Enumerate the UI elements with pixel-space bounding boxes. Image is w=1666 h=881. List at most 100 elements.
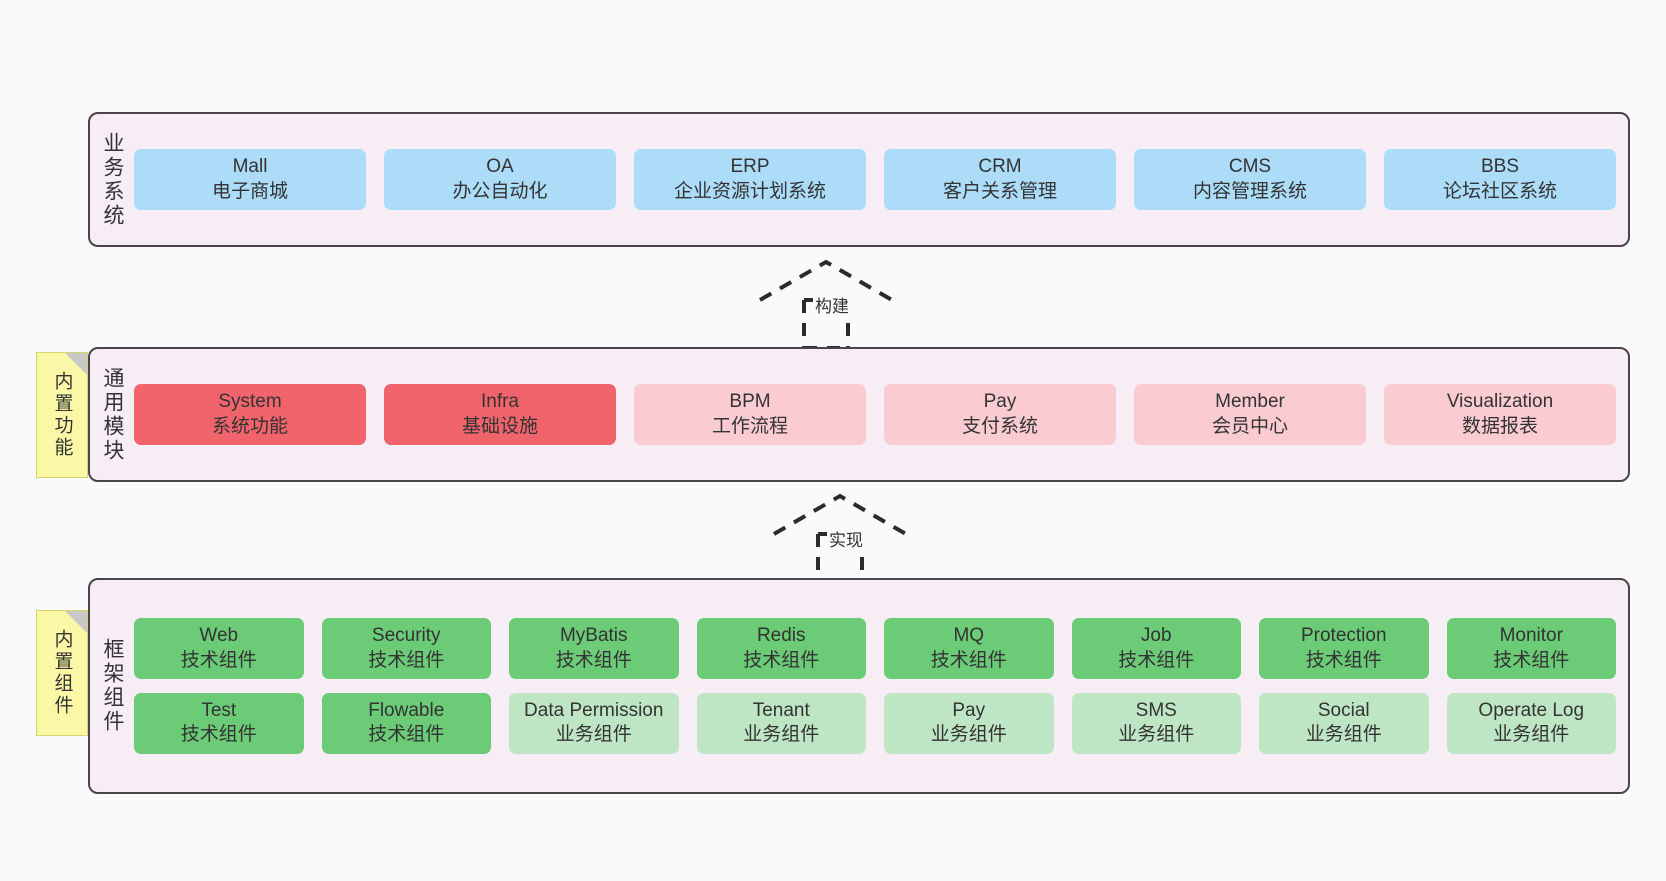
card-sms[interactable]: SMS 业务组件 — [1071, 693, 1241, 754]
card-title: Flowable — [368, 700, 445, 721]
layer-common-module: 通用模块 System 系统功能 Infra 基础设施 BPM 工作流程 Pay… — [88, 347, 1630, 482]
layer-business-system: 业务系统 Mall 电子商城 OA 办公自动化 ERP 企业资源计划系统 CRM… — [88, 112, 1630, 247]
card-subtitle: 办公自动化 — [452, 180, 548, 202]
card-operate-log[interactable]: Operate Log 业务组件 — [1446, 693, 1616, 754]
card-subtitle: 数据报表 — [1461, 415, 1538, 437]
card-title: Social — [1317, 700, 1370, 721]
layer-business-system-label: 业务系统 — [101, 131, 125, 228]
note-builtin-component: 内置组件 — [36, 610, 88, 736]
card-subtitle: 技术组件 — [743, 649, 820, 671]
card-title: OA — [486, 156, 514, 178]
card-title: Mall — [232, 156, 268, 178]
card-title: Data Permission — [524, 700, 664, 721]
card-title: CMS — [1228, 156, 1272, 178]
card-subtitle: 业务组件 — [555, 724, 632, 746]
card-visualization[interactable]: Visualization 数据报表 — [1384, 384, 1616, 445]
card-system[interactable]: System 系统功能 — [134, 384, 366, 445]
card-subtitle: 技术组件 — [930, 649, 1007, 671]
card-subtitle: 技术组件 — [1118, 649, 1195, 671]
card-subtitle: 业务组件 — [1305, 724, 1382, 746]
card-row: System 系统功能 Infra 基础设施 BPM 工作流程 Pay 支付系统… — [134, 384, 1616, 445]
layer-common-module-label: 通用模块 — [101, 366, 125, 463]
card-web[interactable]: Web 技术组件 — [134, 618, 304, 679]
card-title: Pay — [983, 391, 1017, 413]
card-subtitle: 企业资源计划系统 — [673, 180, 826, 202]
card-title: Member — [1215, 391, 1285, 413]
card-subtitle: 支付系统 — [961, 415, 1038, 437]
card-flowable[interactable]: Flowable 技术组件 — [321, 693, 491, 754]
card-subtitle: 技术组件 — [368, 649, 445, 671]
card-member[interactable]: Member 会员中心 — [1134, 384, 1366, 445]
card-title: ERP — [730, 156, 770, 178]
card-subtitle: 内容管理系统 — [1192, 180, 1307, 202]
card-job[interactable]: Job 技术组件 — [1071, 618, 1241, 679]
card-subtitle: 技术组件 — [180, 649, 257, 671]
card-tenant[interactable]: Tenant 业务组件 — [696, 693, 866, 754]
connector-realize-label: 实现 — [827, 526, 865, 551]
card-cms[interactable]: CMS 内容管理系统 — [1134, 149, 1366, 210]
card-title: BBS — [1480, 156, 1520, 178]
card-title: Visualization — [1446, 391, 1554, 413]
card-erp[interactable]: ERP 企业资源计划系统 — [634, 149, 866, 210]
card-title: MyBatis — [559, 625, 628, 647]
card-title: Operate Log — [1478, 700, 1585, 721]
card-title: BPM — [729, 391, 771, 413]
card-title: SMS — [1135, 700, 1177, 721]
card-oa[interactable]: OA 办公自动化 — [384, 149, 616, 210]
card-title: Tenant — [752, 700, 810, 721]
card-title: Redis — [756, 625, 806, 647]
card-mall[interactable]: Mall 电子商城 — [134, 149, 366, 210]
card-mq[interactable]: MQ 技术组件 — [884, 618, 1054, 679]
card-title: Protection — [1300, 625, 1387, 647]
card-subtitle: 论坛社区系统 — [1442, 180, 1557, 202]
card-subtitle: 会员中心 — [1211, 415, 1288, 437]
note-builtin-component-label: 内置组件 — [51, 629, 73, 717]
card-bbs[interactable]: BBS 论坛社区系统 — [1384, 149, 1616, 210]
connector-realize: 实现 — [772, 492, 908, 584]
card-test[interactable]: Test 技术组件 — [134, 693, 304, 754]
card-redis[interactable]: Redis 技术组件 — [696, 618, 866, 679]
layer-framework-component-label: 框架组件 — [101, 638, 125, 734]
card-infra[interactable]: Infra 基础设施 — [384, 384, 616, 445]
card-pay[interactable]: Pay 支付系统 — [884, 384, 1116, 445]
card-mybatis[interactable]: MyBatis 技术组件 — [509, 618, 679, 679]
card-subtitle: 系统功能 — [211, 415, 288, 437]
card-title: Test — [201, 700, 237, 721]
card-data-permission[interactable]: Data Permission 业务组件 — [509, 693, 679, 754]
card-security[interactable]: Security 技术组件 — [321, 618, 491, 679]
framework-component-cards: Web 技术组件 Security 技术组件 MyBatis 技术组件 Redi… — [134, 580, 1628, 792]
card-title: Infra — [480, 391, 520, 413]
card-subtitle: 基础设施 — [461, 415, 538, 437]
card-title: CRM — [978, 156, 1022, 178]
note-builtin-feature: 内置功能 — [36, 352, 88, 478]
layer-framework-component: 框架组件 Web 技术组件 Security 技术组件 MyBatis 技术组件… — [88, 578, 1630, 794]
card-subtitle: 业务组件 — [1118, 724, 1195, 746]
connector-build-label: 构建 — [813, 292, 851, 317]
card-subtitle: 工作流程 — [711, 415, 788, 437]
card-social[interactable]: Social 业务组件 — [1259, 693, 1429, 754]
card-title: Monitor — [1499, 625, 1563, 647]
card-subtitle: 业务组件 — [1493, 724, 1570, 746]
note-builtin-feature-label: 内置功能 — [51, 371, 73, 459]
card-bpm[interactable]: BPM 工作流程 — [634, 384, 866, 445]
card-subtitle: 技术组件 — [1493, 649, 1570, 671]
card-crm[interactable]: CRM 客户关系管理 — [884, 149, 1116, 210]
card-subtitle: 技术组件 — [555, 649, 632, 671]
card-monitor[interactable]: Monitor 技术组件 — [1446, 618, 1616, 679]
card-title: Pay — [952, 700, 986, 721]
common-module-cards: System 系统功能 Infra 基础设施 BPM 工作流程 Pay 支付系统… — [134, 349, 1628, 480]
card-subtitle: 电子商城 — [211, 180, 288, 202]
card-subtitle: 技术组件 — [180, 724, 257, 746]
card-title: Security — [371, 625, 441, 647]
card-subtitle: 技术组件 — [1305, 649, 1382, 671]
card-row: Test 技术组件 Flowable 技术组件 Data Permission … — [134, 693, 1616, 754]
business-system-cards: Mall 电子商城 OA 办公自动化 ERP 企业资源计划系统 CRM 客户关系… — [134, 114, 1628, 245]
card-title: Job — [1140, 625, 1172, 647]
card-title: MQ — [953, 625, 985, 647]
card-subtitle: 客户关系管理 — [942, 180, 1057, 202]
connector-build: 构建 — [758, 258, 894, 350]
card-pay-component[interactable]: Pay 业务组件 — [884, 693, 1054, 754]
card-protection[interactable]: Protection 技术组件 — [1259, 618, 1429, 679]
card-row: Web 技术组件 Security 技术组件 MyBatis 技术组件 Redi… — [134, 618, 1616, 679]
card-subtitle: 业务组件 — [930, 724, 1007, 746]
